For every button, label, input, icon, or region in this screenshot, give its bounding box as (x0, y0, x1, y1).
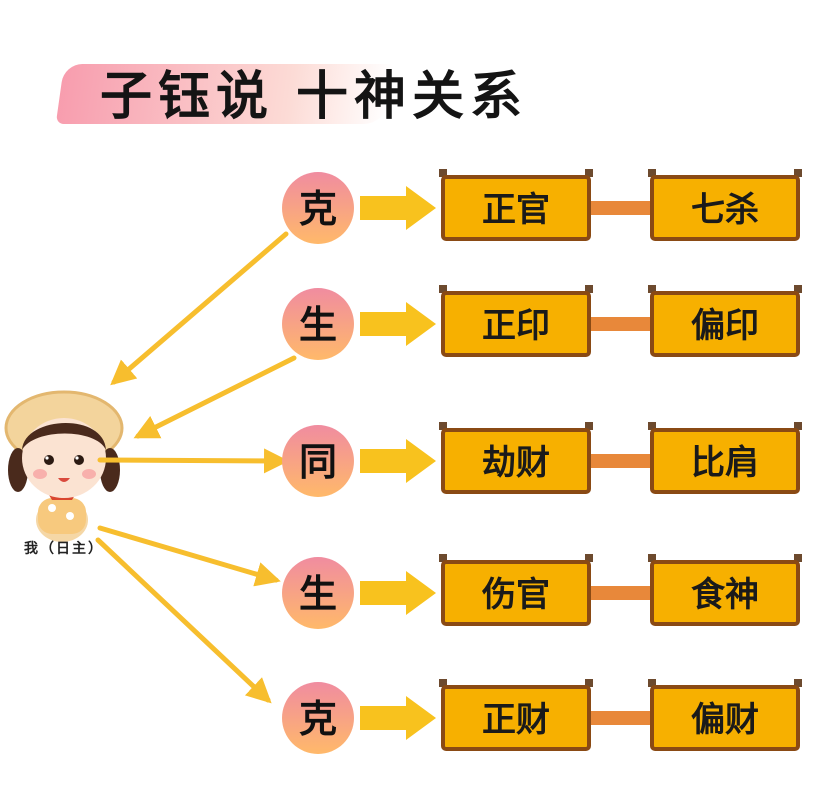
god-box-secondary (650, 291, 800, 357)
hanger-left (439, 554, 447, 562)
hanger-left (648, 554, 656, 562)
relation-arrow-4 (97, 525, 281, 587)
self-label: 我（日主） (24, 541, 104, 557)
box-connector (589, 454, 652, 468)
relation-arrow-2 (133, 355, 297, 439)
relation-circle (282, 557, 354, 629)
god-box-primary (441, 428, 591, 494)
relation-circle (282, 172, 354, 244)
relation-circle (282, 288, 354, 360)
hanger-left (648, 679, 656, 687)
god-box-primary (441, 175, 591, 241)
hanger-left (648, 422, 656, 430)
god-box-secondary-label: 食神 (691, 575, 759, 615)
block-arrow (360, 439, 436, 483)
relation-label: 生 (299, 572, 337, 616)
relation-arrow-1 (110, 231, 289, 386)
god-box-secondary (650, 428, 800, 494)
block-arrow (360, 696, 436, 740)
god-box-secondary (650, 175, 800, 241)
hanger-right (585, 285, 593, 293)
title-author: 子钰说 (100, 67, 275, 127)
god-box-primary (441, 685, 591, 751)
hanger-right (585, 679, 593, 687)
god-box-secondary-label: 比肩 (691, 443, 759, 483)
hanger-left (439, 679, 447, 687)
god-box-secondary-label: 七杀 (691, 190, 759, 230)
hanger-left (439, 169, 447, 177)
god-box-primary (441, 291, 591, 357)
god-box-primary (441, 560, 591, 626)
relation-circle (282, 682, 354, 754)
god-box-secondary (650, 685, 800, 751)
god-box-primary-label: 劫财 (482, 443, 550, 483)
hanger-right (794, 554, 802, 562)
god-box-primary-label: 正财 (482, 700, 550, 740)
relation-label: 生 (299, 303, 337, 347)
hanger-left (439, 422, 447, 430)
hanger-right (585, 422, 593, 430)
block-arrow (360, 186, 436, 230)
title-banner: 子钰说十神关系 (55, 44, 580, 130)
hanger-right (585, 169, 593, 177)
relation-label: 同 (299, 440, 337, 484)
god-box-primary-label: 伤官 (481, 575, 550, 615)
relation-label: 克 (299, 187, 337, 231)
page-title: 子钰说十神关系 (100, 54, 528, 129)
block-arrow (360, 302, 436, 346)
god-box-primary-label: 正官 (482, 190, 550, 230)
block-arrow (360, 571, 436, 615)
hanger-right (794, 285, 802, 293)
title-topic: 十神关系 (296, 67, 529, 127)
hanger-left (648, 285, 656, 293)
hanger-right (794, 679, 802, 687)
god-box-primary-label: 正印 (482, 306, 550, 346)
box-connector (589, 711, 652, 725)
god-box-secondary-label: 偏印 (691, 306, 759, 346)
box-connector (589, 201, 652, 215)
hanger-right (794, 169, 802, 177)
relation-arrow-5 (95, 537, 272, 704)
box-connector (589, 586, 652, 600)
hanger-left (439, 285, 447, 293)
relation-arrow-3 (97, 448, 289, 474)
girl-avatar-icon (4, 390, 124, 542)
relation-label: 克 (299, 697, 337, 741)
hanger-left (648, 169, 656, 177)
relation-circle (282, 425, 354, 497)
god-box-secondary-label: 偏财 (691, 700, 759, 740)
box-connector (589, 317, 652, 331)
hanger-right (794, 422, 802, 430)
hanger-right (585, 554, 593, 562)
god-box-secondary (650, 560, 800, 626)
